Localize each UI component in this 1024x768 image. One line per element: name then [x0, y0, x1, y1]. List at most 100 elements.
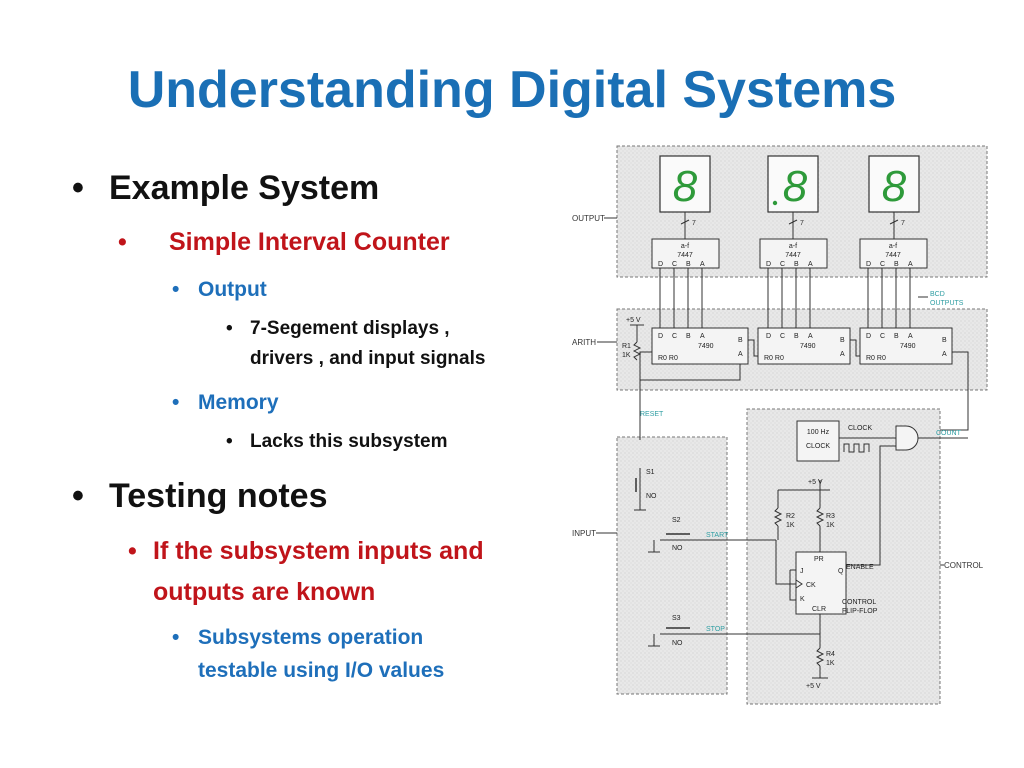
svg-text:A: A	[908, 333, 913, 340]
bullet-memory-detail: Lacks this subsystem	[250, 431, 448, 452]
control-label: CONTROL	[944, 561, 984, 570]
svg-text:1K: 1K	[786, 522, 795, 529]
svg-text:A: A	[808, 333, 813, 340]
svg-text:D: D	[658, 333, 663, 340]
svg-text:R3: R3	[826, 513, 835, 520]
svg-text:7: 7	[692, 220, 696, 227]
svg-text:NO: NO	[672, 640, 683, 647]
svg-text:7447: 7447	[885, 252, 901, 259]
svg-text:7447: 7447	[785, 252, 801, 259]
bullet-dot: •	[72, 169, 84, 207]
svg-text:a-f: a-f	[889, 243, 897, 250]
seven-segment-display: 8	[767, 155, 819, 213]
svg-text:B: B	[794, 333, 799, 340]
control-ff-label-line1: CONTROL	[842, 599, 876, 606]
svg-text:7: 7	[800, 220, 804, 227]
control-ff-label-line2: FLIP-FLOP	[842, 608, 878, 615]
svg-text:S2: S2	[672, 517, 681, 524]
bcd-outputs-label-line2: OUTPUTS	[930, 300, 964, 307]
svg-text:D: D	[658, 261, 663, 268]
svg-text:1K: 1K	[622, 352, 631, 359]
clock-label: CLOCK	[848, 425, 872, 432]
svg-text:R0 R0: R0 R0	[764, 355, 784, 362]
svg-text:PR: PR	[814, 556, 824, 563]
svg-text:CK: CK	[806, 582, 816, 589]
svg-text:R0 R0: R0 R0	[658, 355, 678, 362]
svg-text:A: A	[808, 261, 813, 268]
svg-text:R4: R4	[826, 651, 835, 658]
svg-text:B: B	[738, 337, 743, 344]
decoder-driver-7447: a-f 7447 D C B A	[859, 238, 928, 269]
svg-text:B: B	[686, 261, 691, 268]
svg-text:C: C	[780, 333, 785, 340]
svg-text:B: B	[942, 337, 947, 344]
bullet-dot: •	[172, 391, 180, 414]
bullet-example-system: Example System	[109, 169, 380, 207]
svg-text:C: C	[880, 333, 885, 340]
reset-label: RESET	[640, 411, 664, 418]
svg-text:S3: S3	[672, 615, 681, 622]
svg-text:K: K	[800, 596, 805, 603]
svg-text:7490: 7490	[800, 343, 816, 350]
svg-text:B: B	[894, 261, 899, 268]
output-label: OUTPUT	[572, 214, 605, 223]
switch-s2: S2 NO	[648, 517, 700, 553]
svg-text:J: J	[800, 568, 804, 575]
svg-text:a-f: a-f	[789, 243, 797, 250]
svg-text:7: 7	[901, 220, 905, 227]
svg-text:8: 8	[673, 162, 698, 211]
seven-segment-display: 8	[659, 155, 711, 213]
svg-text:a-f: a-f	[681, 243, 689, 250]
svg-text:CLOCK: CLOCK	[806, 443, 830, 450]
svg-text:A: A	[840, 351, 845, 358]
svg-text:B: B	[794, 261, 799, 268]
svg-text:D: D	[866, 261, 871, 268]
svg-text:S1: S1	[646, 469, 655, 476]
svg-text:7490: 7490	[900, 343, 916, 350]
slide-title: Understanding Digital Systems	[127, 61, 897, 119]
bullet-dot: •	[226, 318, 233, 339]
svg-text:D: D	[866, 333, 871, 340]
svg-text:A: A	[908, 261, 913, 268]
svg-text:+5 V: +5 V	[806, 683, 821, 690]
and-gate	[895, 425, 919, 451]
svg-text:NO: NO	[672, 545, 683, 552]
svg-text:Q: Q	[838, 568, 844, 575]
svg-text:A: A	[738, 351, 743, 358]
bullet-testable-line1: Subsystems operation	[198, 626, 424, 649]
bullet-testable-line2: testable using I/O values	[198, 659, 445, 682]
input-label: INPUT	[572, 529, 596, 538]
start-label: START	[706, 532, 729, 539]
bullet-output-detail-line2: drivers , and input signals	[250, 348, 486, 369]
svg-text:A: A	[700, 333, 705, 340]
switch-s3: S3 NO	[648, 615, 700, 647]
svg-text:+5 V: +5 V	[626, 317, 641, 324]
svg-text:B: B	[894, 333, 899, 340]
svg-text:1K: 1K	[826, 522, 835, 529]
svg-text:CLR: CLR	[812, 606, 826, 613]
bullet-output: Output	[198, 278, 267, 301]
bullet-dot: •	[118, 228, 127, 256]
svg-text:R2: R2	[786, 513, 795, 520]
svg-text:D: D	[766, 261, 771, 268]
svg-text:B: B	[686, 333, 691, 340]
bullet-dot: •	[128, 537, 137, 565]
svg-text:C: C	[880, 261, 885, 268]
decoder-driver-7447: a-f 7447 D C B A	[651, 238, 720, 269]
bullet-simple-interval-counter: Simple Interval Counter	[169, 228, 450, 256]
count-label: COUNT	[936, 430, 962, 437]
decoder-driver-7447: a-f 7447 D C B A	[759, 238, 828, 269]
svg-text:1K: 1K	[826, 660, 835, 667]
counter-7490: D C B A 7490 B A R0 R0	[757, 327, 851, 365]
bullet-memory: Memory	[198, 391, 279, 414]
enable-label: ENABLE	[846, 564, 874, 571]
bullet-if-known-line2: outputs are known	[153, 578, 376, 606]
counter-7490: D C B A 7490 B A R0 R0	[651, 327, 749, 365]
counter-7490: D C B A 7490 B A R0 R0	[859, 327, 953, 365]
svg-text:R0 R0: R0 R0	[866, 355, 886, 362]
svg-text:7447: 7447	[677, 252, 693, 259]
switch-s1: S1 NO	[634, 468, 657, 511]
bullet-dot: •	[226, 431, 233, 452]
